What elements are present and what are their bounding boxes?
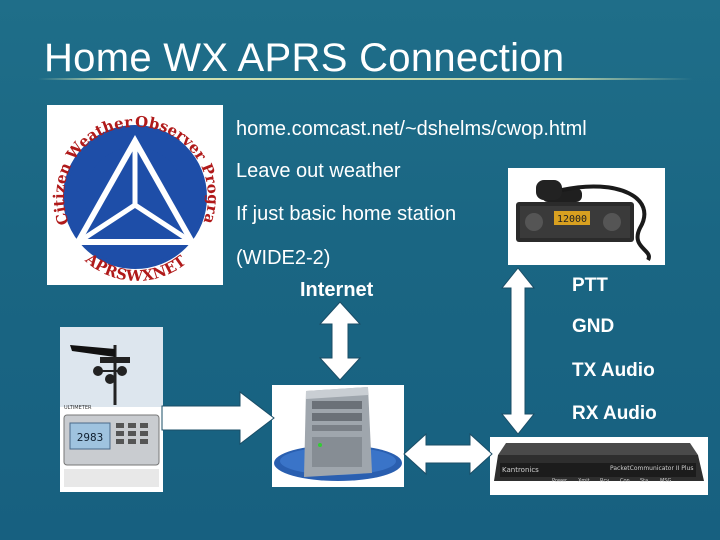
tnc-led-power: Power [552, 478, 568, 484]
computer-image [272, 385, 404, 487]
title-underline [38, 78, 693, 80]
gnd-label: GND [572, 316, 614, 338]
rx-audio-label: RX Audio [572, 403, 657, 425]
weather-station-image: ULTIMETER 2983 [60, 327, 163, 492]
cwop-logo: Citizen Weather Observer Program APRSWXN… [47, 105, 223, 285]
internet-label: Internet [300, 279, 373, 302]
internet-arrow [318, 300, 362, 382]
tnc-led-rcv: Rcv [600, 478, 609, 484]
tnc-image: Kantronics PacketCommunicator II Plus Po… [490, 437, 708, 495]
tnc-led-con: Con [620, 478, 630, 484]
wide-text: (WIDE2-2) [236, 247, 330, 270]
computer-tnc-arrow [402, 430, 494, 478]
tnc-model: PacketCommunicator II Plus [610, 465, 693, 472]
radio-tnc-arrow [500, 266, 536, 436]
url-text[interactable]: home.comcast.net/~dshelms/cwop.html [236, 118, 587, 141]
tnc-brand: Kantronics [502, 466, 539, 474]
tx-audio-label: TX Audio [572, 360, 655, 382]
leave-out-text: Leave out weather [236, 160, 401, 183]
cwop-logo-graphic: Citizen Weather Observer Program APRSWXN… [47, 105, 223, 285]
weather-brand: ULTIMETER [64, 405, 92, 411]
ptt-label: PTT [572, 275, 608, 297]
tnc-led-msg: MSG [660, 478, 671, 484]
weather-display: 2983 [77, 431, 104, 444]
tnc-led-xmit: Xmit [578, 478, 590, 484]
slide-title: Home WX APRS Connection [44, 36, 564, 81]
if-basic-text: If just basic home station [236, 203, 456, 226]
weather-computer-arrow [160, 388, 276, 448]
tnc-led-sta: Sta [640, 478, 648, 484]
radio-image: 12000 [508, 168, 665, 265]
radio-display: 12000 [557, 214, 587, 225]
